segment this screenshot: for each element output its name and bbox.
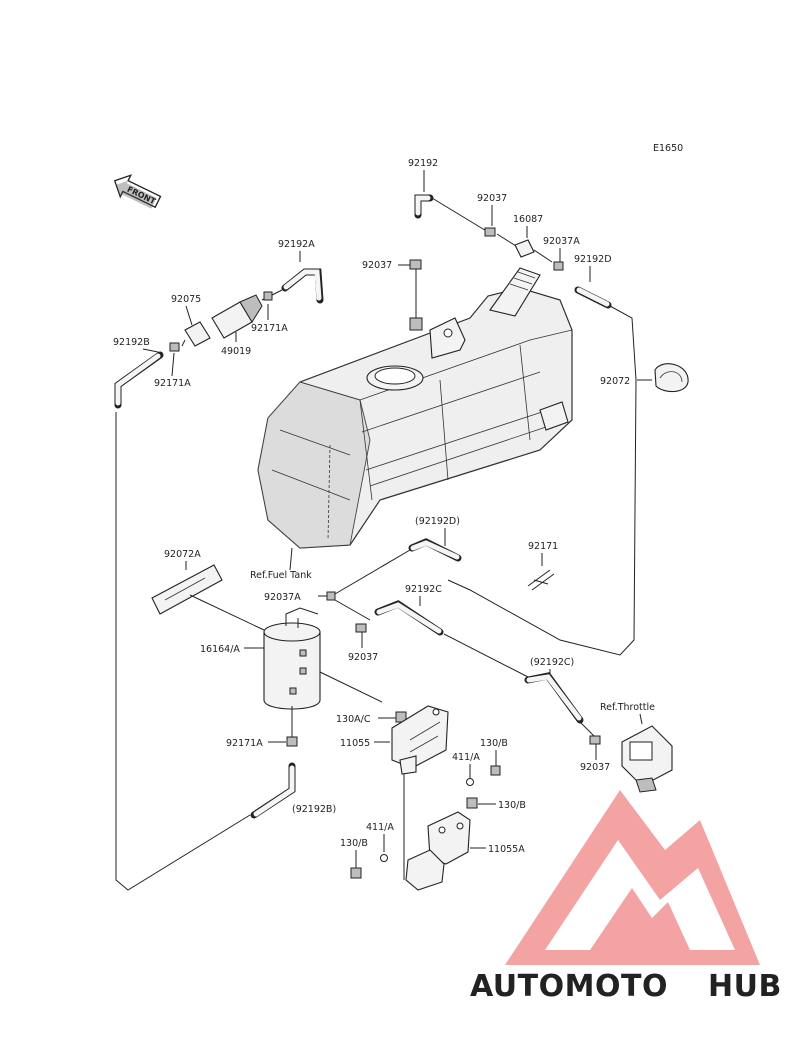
label-92037-mid: 92037 [362, 260, 392, 271]
label-92037A-top: 92037A [543, 236, 580, 247]
label-92192B: 92192B [113, 337, 150, 348]
label-92075: 92075 [171, 294, 201, 305]
bracket-11055 [391, 705, 449, 775]
label-130B-1: 130/B [480, 738, 508, 749]
label-92192C: 92192C [405, 584, 442, 595]
label-92192B-paren: (92192B) [292, 804, 336, 815]
label-411A-1: 411/A [452, 752, 480, 763]
clip-92171 [527, 569, 555, 591]
diagram-code: E1650 [653, 143, 683, 154]
label-92037-low: 92037 [348, 652, 378, 663]
watermark-logo [505, 790, 760, 965]
bracket-11055A [405, 811, 471, 891]
label-92171A-1: 92171A [251, 323, 288, 334]
clamp-92037A-top [553, 261, 564, 271]
label-92171A-3: 92171A [226, 738, 263, 749]
clamp-92075 [184, 321, 211, 347]
label-130B-3: 130/B [340, 838, 368, 849]
canister-16164A [263, 607, 321, 738]
watermark-hub: HUB [708, 969, 782, 1004]
label-411A-2: 411/A [366, 822, 394, 833]
label-92037-right: 92037 [580, 762, 610, 773]
clamp-92171A-2 [169, 342, 180, 352]
label-16164A: 16164/A [200, 644, 240, 655]
label-92171A-2: 92171A [154, 378, 191, 389]
label-92192A: 92192A [278, 239, 315, 250]
clip-92072 [654, 363, 689, 393]
watermark-automoto: AUTOMOTO [470, 969, 668, 1004]
label-11055A: 11055A [488, 844, 525, 855]
label-49019: 49019 [221, 346, 251, 357]
label-92192D: 92192D [574, 254, 612, 265]
fuel-tank [257, 265, 573, 549]
label-92072: 92072 [600, 376, 630, 387]
label-92171: 92171 [528, 541, 558, 552]
label-16087: 16087 [513, 214, 543, 225]
label-92192D-paren: (92192D) [415, 516, 460, 527]
ref-fuel-tank-label: Ref.Fuel Tank [250, 570, 312, 581]
throttle-body [621, 725, 673, 793]
clamp-92037-top [484, 227, 496, 237]
front-arrow-icon: FRONT [113, 174, 162, 209]
label-130AC: 130A/C [336, 714, 371, 725]
label-92072A: 92072A [164, 549, 201, 560]
label-11055: 11055 [340, 738, 370, 749]
bracket-92072A [151, 564, 223, 615]
label-92192C-paren: (92192C) [530, 657, 574, 668]
label-92037A-mid: 92037A [264, 592, 301, 603]
label-92192: 92192 [408, 158, 438, 169]
label-92037-top: 92037 [477, 193, 507, 204]
label-130B-2: 130/B [498, 800, 526, 811]
ref-throttle-label: Ref.Throttle [600, 702, 655, 713]
valve-16087 [514, 239, 535, 258]
clamp-92037-mid [409, 259, 422, 270]
